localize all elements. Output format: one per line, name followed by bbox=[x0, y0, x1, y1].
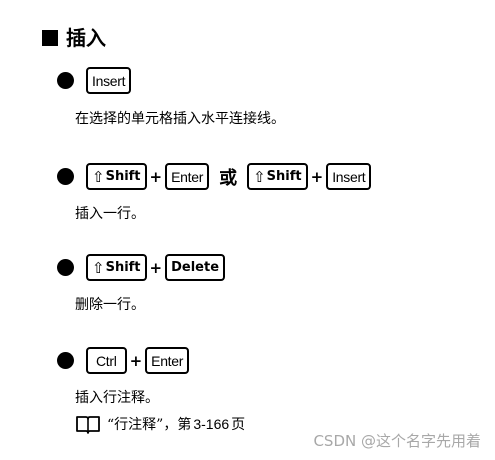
bullet-icon bbox=[57, 352, 74, 369]
reference-page-link[interactable]: 3-166 bbox=[193, 416, 230, 432]
description-delete-row: 删除一行。 bbox=[75, 297, 145, 313]
shift-arrow-icon: ⇧ bbox=[92, 167, 105, 186]
heading-square-icon bbox=[42, 30, 58, 46]
plus-sign: + bbox=[149, 258, 163, 277]
key-shift-label: Shift bbox=[105, 260, 141, 275]
section-title: 插入 bbox=[66, 26, 106, 50]
book-icon bbox=[76, 416, 100, 434]
description-insert-line: 在选择的单元格插入水平连接线。 bbox=[75, 111, 285, 127]
cross-reference: “行注释”，第 3-166 页 bbox=[75, 414, 245, 434]
section-heading: 插入 bbox=[42, 26, 106, 50]
shift-arrow-icon: ⇧ bbox=[253, 167, 266, 186]
key-insert: Insert bbox=[86, 67, 132, 94]
key-shift: ⇧ Shift bbox=[86, 254, 147, 281]
watermark: CSDN @这个名字先用着 bbox=[313, 432, 481, 450]
plus-sign: + bbox=[310, 167, 324, 186]
shift-arrow-icon: ⇧ bbox=[92, 258, 105, 277]
key-shift: ⇧ Shift bbox=[86, 163, 147, 190]
key-enter: Enter bbox=[165, 163, 210, 190]
plus-sign: + bbox=[129, 351, 143, 370]
bullet-icon bbox=[57, 72, 74, 89]
bullet-icon bbox=[57, 168, 74, 185]
reference-text-prefix: “行注释”，第 bbox=[107, 417, 192, 433]
shortcut-row-delete-row: ⇧ Shift + Delete bbox=[57, 254, 226, 281]
reference-text-suffix: 页 bbox=[231, 417, 246, 433]
shortcut-row-insert-line: Insert bbox=[57, 67, 132, 94]
plus-sign: + bbox=[149, 167, 163, 186]
key-ctrl: Ctrl bbox=[86, 347, 127, 374]
bullet-icon bbox=[57, 259, 74, 276]
or-label: 或 bbox=[219, 167, 238, 189]
description-insert-row: 插入一行。 bbox=[75, 206, 145, 222]
key-shift-label: Shift bbox=[105, 169, 141, 184]
shortcut-row-insert-comment: Ctrl + Enter bbox=[57, 347, 190, 374]
key-enter: Enter bbox=[145, 347, 190, 374]
description-insert-comment: 插入行注释。 bbox=[75, 390, 159, 406]
shortcut-row-insert-row: ⇧ Shift + Enter 或 ⇧ Shift + Insert bbox=[57, 163, 372, 190]
key-shift-label: Shift bbox=[266, 169, 302, 184]
key-insert: Insert bbox=[326, 163, 372, 190]
key-shift: ⇧ Shift bbox=[247, 163, 308, 190]
key-delete: Delete bbox=[165, 254, 226, 281]
